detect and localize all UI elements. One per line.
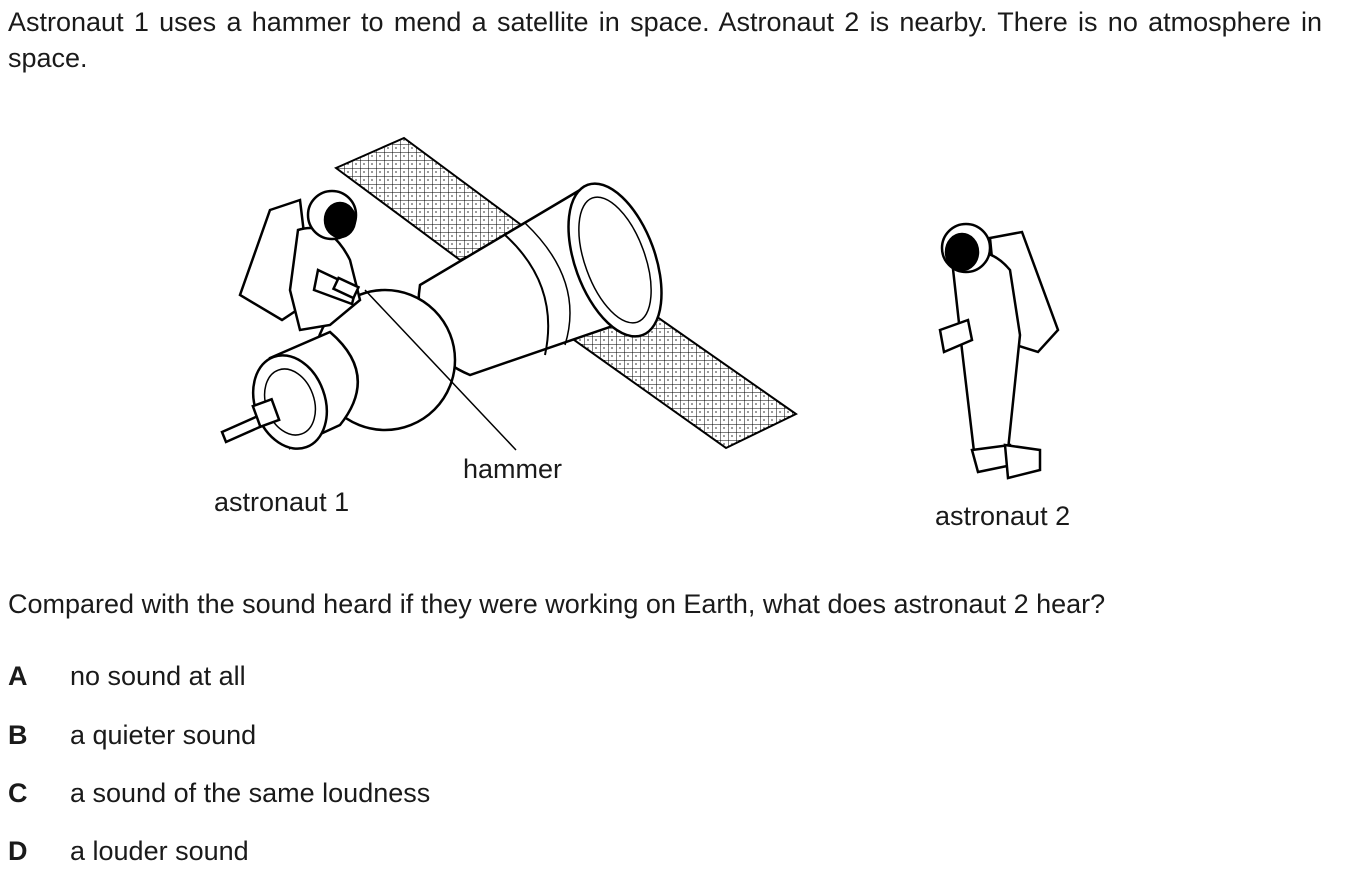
option-d-letter: D xyxy=(8,836,28,866)
option-c-letter: C xyxy=(8,778,28,808)
option-a-letter: A xyxy=(8,661,28,691)
satellite-diagram xyxy=(220,136,1060,480)
astronaut-2-figure xyxy=(938,222,1060,480)
option-d-text: a louder sound xyxy=(70,836,249,866)
option-c-text: a sound of the same loudness xyxy=(70,778,431,808)
astronaut-2-label: astronaut 2 xyxy=(935,501,1071,531)
option-b-text: a quieter sound xyxy=(70,720,257,750)
question-text: Compared with the sound heard if they we… xyxy=(8,589,1106,619)
hammer-leader-line xyxy=(364,289,517,451)
hammer-label: hammer xyxy=(463,454,563,484)
satellite-figure: hammer astronaut 1 astronaut 2 xyxy=(0,120,1355,550)
question-intro: Astronaut 1 uses a hammer to mend a sate… xyxy=(8,7,1322,73)
option-a-text: no sound at all xyxy=(70,661,246,691)
astronaut-1-label: astronaut 1 xyxy=(214,487,350,517)
option-b-letter: B xyxy=(8,720,28,750)
satellite-body xyxy=(220,182,663,450)
astronaut-1-figure xyxy=(238,189,362,332)
